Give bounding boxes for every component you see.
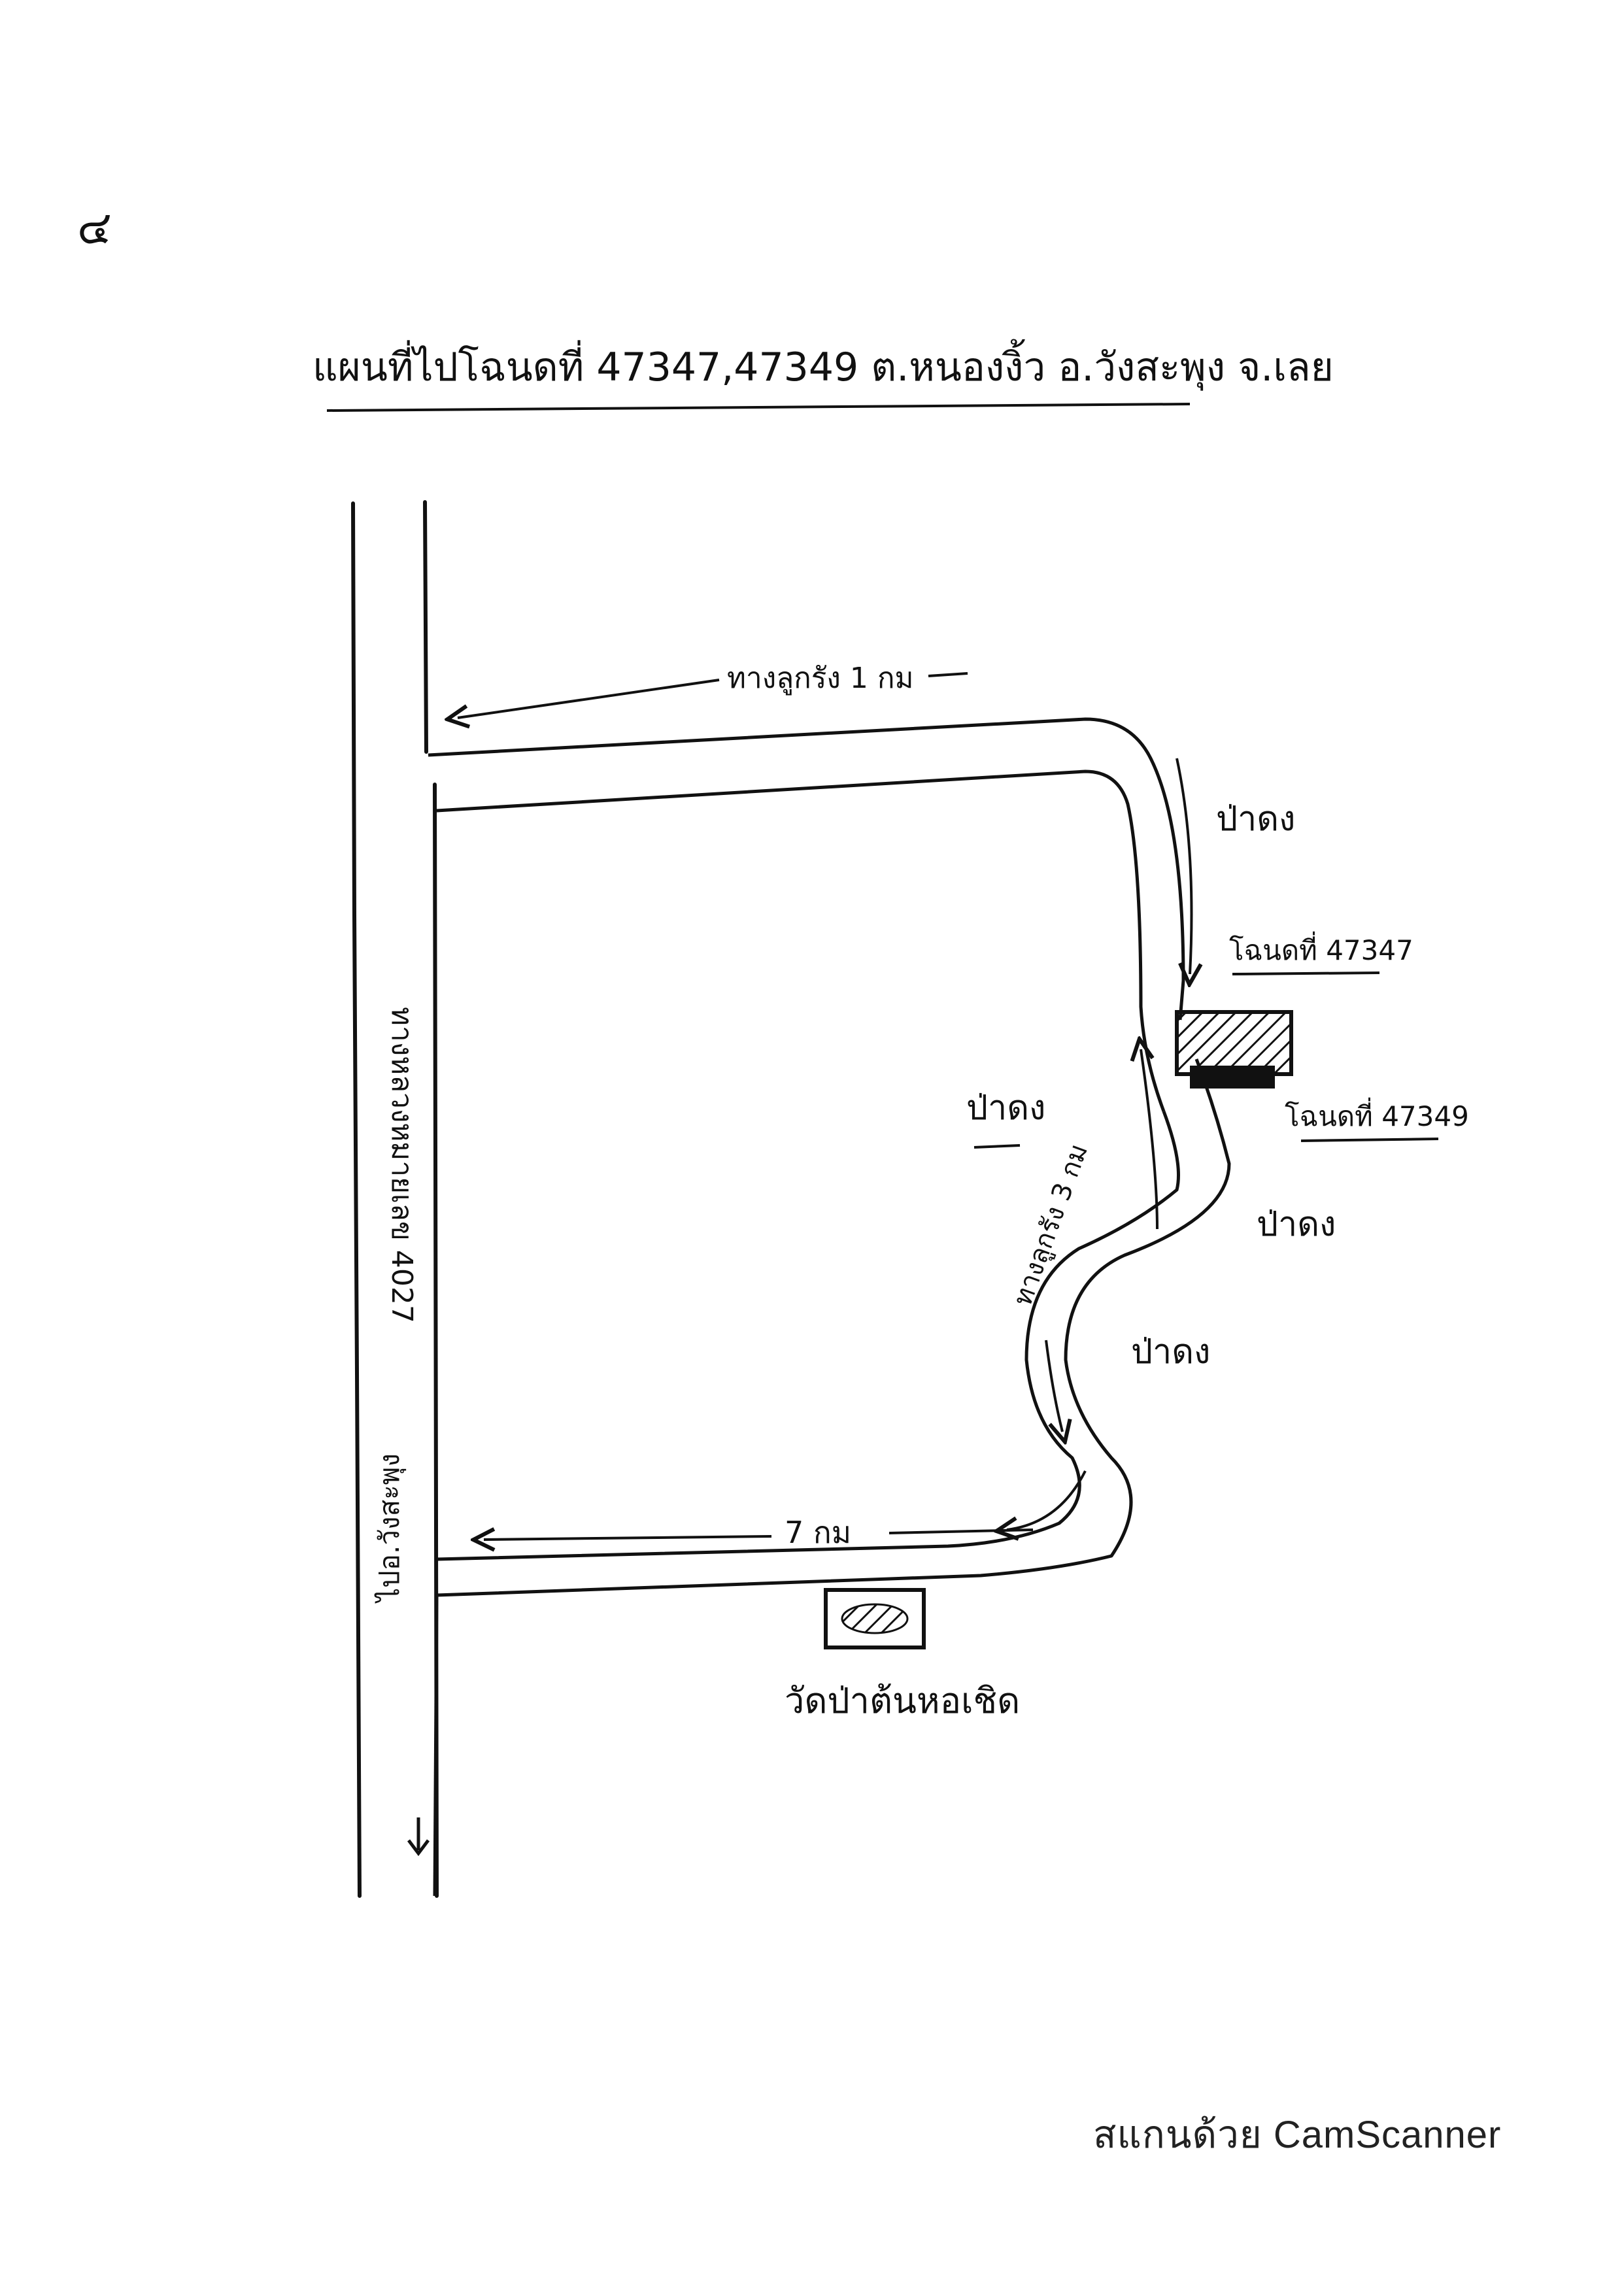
top-path-label: ทางลูกรัง 1 กม (727, 662, 914, 696)
parcel-47347-label: โฉนดที่ 47347 (1229, 932, 1413, 966)
direction-down-arrow (407, 1817, 430, 1857)
parcel-47349-label: โฉนดที่ 47349 (1285, 1098, 1469, 1132)
temple-label: วัดป่าต้นหอเชิด (785, 1680, 1020, 1721)
map-title: แผนที่ไปโฉนดที่ 47347,47349 ต.หนองงิ้ว อ… (313, 339, 1334, 391)
laterite-road-loop (428, 717, 1231, 1897)
bottom-path-label: 7 กม (785, 1515, 851, 1550)
forest-label-1: ป่าดง (1216, 800, 1295, 839)
parcel-47349-underline (1300, 1138, 1439, 1142)
page-number-mark: ๔ (77, 201, 112, 254)
forest-label-2: ป่าดง (966, 1089, 1045, 1128)
title-underline (326, 403, 1191, 412)
forest-label-4: ป่าดง (1131, 1332, 1210, 1372)
forest-2-underline (973, 1144, 1021, 1149)
parcel-47349-block (1190, 1066, 1275, 1089)
to-wang-saphung-label: ไปอ.วังสะพุง (373, 1453, 407, 1604)
camscanner-watermark: สแกนด้วย CamScanner (1093, 2114, 1502, 2156)
temple-icon-detail (841, 1603, 909, 1634)
parcel-47347-underline (1232, 971, 1380, 975)
forest-label-3: ป่าดง (1257, 1205, 1336, 1244)
highway-label: ทางหลวงหมายเลข 4027 (385, 1007, 418, 1323)
parcel-47347-block (1175, 1010, 1293, 1076)
route-arrows (458, 672, 1192, 1540)
right-path-label: ทางลูกรัง 3 กม (1007, 1140, 1094, 1310)
